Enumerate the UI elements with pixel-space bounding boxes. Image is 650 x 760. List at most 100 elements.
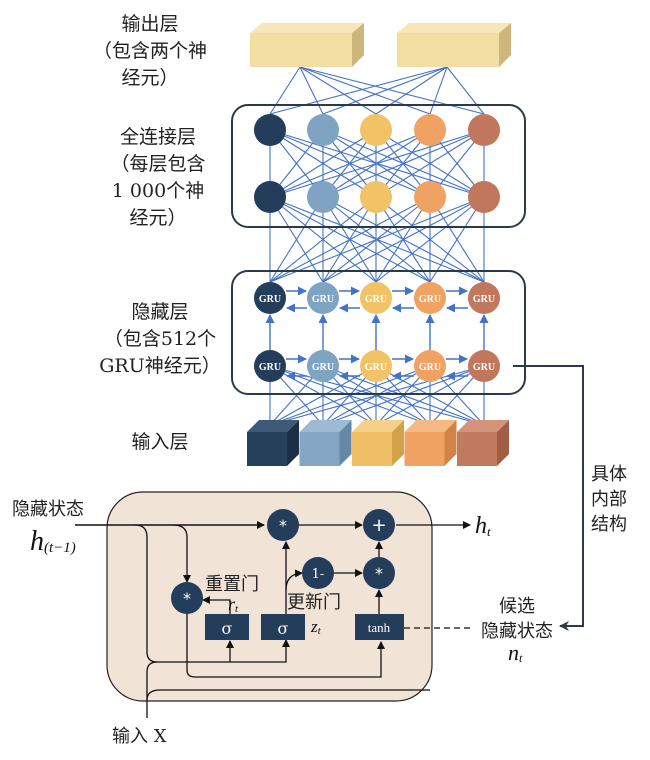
dense-neuron <box>468 114 500 146</box>
plus-node: + <box>363 509 395 541</box>
gru-neuron: GRU <box>414 282 446 314</box>
input-neuron-cube <box>299 420 352 466</box>
dense-dense-connection <box>375 129 485 198</box>
tanh-symbol: tanh <box>368 620 391 635</box>
h-symbol: h <box>475 513 487 539</box>
gru-neuron: GRU <box>254 350 286 382</box>
plus-symbol: + <box>371 515 386 536</box>
mult-node-lower: * <box>363 557 395 589</box>
output-dense-connection <box>299 66 485 115</box>
one-minus-node: 1- <box>302 557 334 589</box>
dense-gru-connection <box>429 196 485 283</box>
input-neuron-cube <box>404 420 457 466</box>
z-subscript: t <box>318 625 322 637</box>
output-dense-connection <box>299 66 377 115</box>
gru-neuron-label: GRU <box>312 294 334 305</box>
dense-dense-connection <box>322 129 485 198</box>
input-neuron-cube <box>457 420 509 466</box>
update-symbol: zt <box>310 617 322 637</box>
h-symbol: h <box>30 526 44 557</box>
sigma-symbol: σ <box>222 619 233 638</box>
update-sigma-box: σ <box>261 614 305 640</box>
hidden-state-in-label: 隐藏状态 <box>12 499 84 520</box>
internal-structure-annotation: 具体 内部 结构 <box>591 464 627 535</box>
gru-neuron-label: GRU <box>365 362 387 373</box>
output-dense-connection <box>429 66 448 115</box>
update-gate-label: 更新门 <box>287 592 341 613</box>
mult-node-reset: * <box>171 582 203 614</box>
dense-layer-box <box>231 104 526 228</box>
hidden-to-reset-mult-line <box>172 524 191 583</box>
mult-symbol: * <box>279 516 287 535</box>
h-subscript: t <box>487 524 491 539</box>
dense-neuron <box>360 114 392 146</box>
one-minus-symbol: 1- <box>312 567 325 582</box>
input-x-label: 输入 X <box>112 726 167 747</box>
input-layer <box>247 420 509 466</box>
gru-neuron-label: GRU <box>473 362 495 373</box>
z-symbol: z <box>310 617 318 636</box>
input-x-line-b <box>146 661 158 700</box>
output-dense-connection <box>299 66 431 115</box>
n-subscript: t <box>519 651 523 665</box>
gru-neuron: GRU <box>307 282 339 314</box>
candidate-label-line: 候选 <box>499 596 535 617</box>
dense-neuron <box>307 114 339 146</box>
n-symbol: n <box>508 640 519 665</box>
output-dense-connection <box>322 66 448 115</box>
dense-layer <box>254 114 500 213</box>
dense-layer-label: 全连接层 （每层包含 1 000个神 经元） <box>110 126 205 229</box>
gru-neuron-label: GRU <box>259 294 281 305</box>
dense-neuron <box>307 181 339 213</box>
dense-neuron <box>254 114 286 146</box>
input-layer-label-line: 输入层 <box>131 431 188 453</box>
output-dense-connection <box>269 66 448 115</box>
reset-gate-label: 重置门 <box>205 574 259 595</box>
hidden-layer-label-line: GRU神经元） <box>99 355 221 377</box>
output-layer-label-line: 经元） <box>121 67 178 89</box>
input-neuron-cube <box>352 420 404 466</box>
hidden-state-in-symbol: h(t−1) <box>30 526 76 557</box>
gru-recurrent-arrows <box>265 286 489 381</box>
gru-neuron-label: GRU <box>473 294 495 305</box>
output-dense-connection <box>269 66 301 115</box>
dense-layer-label-line: 全连接层 <box>120 126 196 148</box>
candidate-label-line: 隐藏状态 <box>481 621 553 642</box>
output-layer-label-line: （包含两个神 <box>93 40 207 62</box>
gru-neuron-label: GRU <box>365 294 387 305</box>
gru-neuron: GRU <box>360 282 392 314</box>
gru-neuron-label: GRU <box>419 294 441 305</box>
dense-neuron <box>468 181 500 213</box>
output-neuron-block <box>250 23 364 67</box>
dense-layer-label-line: 经元） <box>129 207 186 229</box>
output-dense-connection <box>446 66 485 115</box>
annotation-line: 内部 <box>591 489 627 510</box>
dense-layer-label-line: （每层包含 <box>110 153 205 175</box>
dense-gru-connection <box>269 196 431 283</box>
dense-neuron <box>414 181 446 213</box>
output-dense-connection <box>299 66 324 115</box>
output-layer <box>250 23 511 67</box>
dense-gru-connection <box>269 196 485 283</box>
dense-neuron <box>360 181 392 213</box>
annotation-line: 具体 <box>591 464 627 485</box>
hidden-layer-box <box>231 270 526 395</box>
mult-node-top: * <box>267 509 299 541</box>
output-dense-connection <box>375 66 448 115</box>
input-layer-label: 输入层 <box>131 431 188 453</box>
gru-cell-background <box>106 491 433 702</box>
sigma-symbol: σ <box>278 619 289 638</box>
gru-neuron-label: GRU <box>259 362 281 373</box>
hidden-layer-label: 隐藏层 （包含512个 GRU神经元） <box>99 301 221 377</box>
gru-neuron-label: GRU <box>419 362 441 373</box>
dense-neuron <box>254 181 286 213</box>
candidate-symbol: nt <box>508 640 523 665</box>
gru-neuron: GRU <box>468 350 500 382</box>
reset-mult-to-tanh-line <box>186 612 385 678</box>
gru-neuron: GRU <box>360 350 392 382</box>
dense-gru-connection <box>375 196 485 283</box>
dense-gru-connection <box>269 196 377 283</box>
dense-gru-connection <box>322 196 485 283</box>
r-symbol: r <box>228 594 236 614</box>
